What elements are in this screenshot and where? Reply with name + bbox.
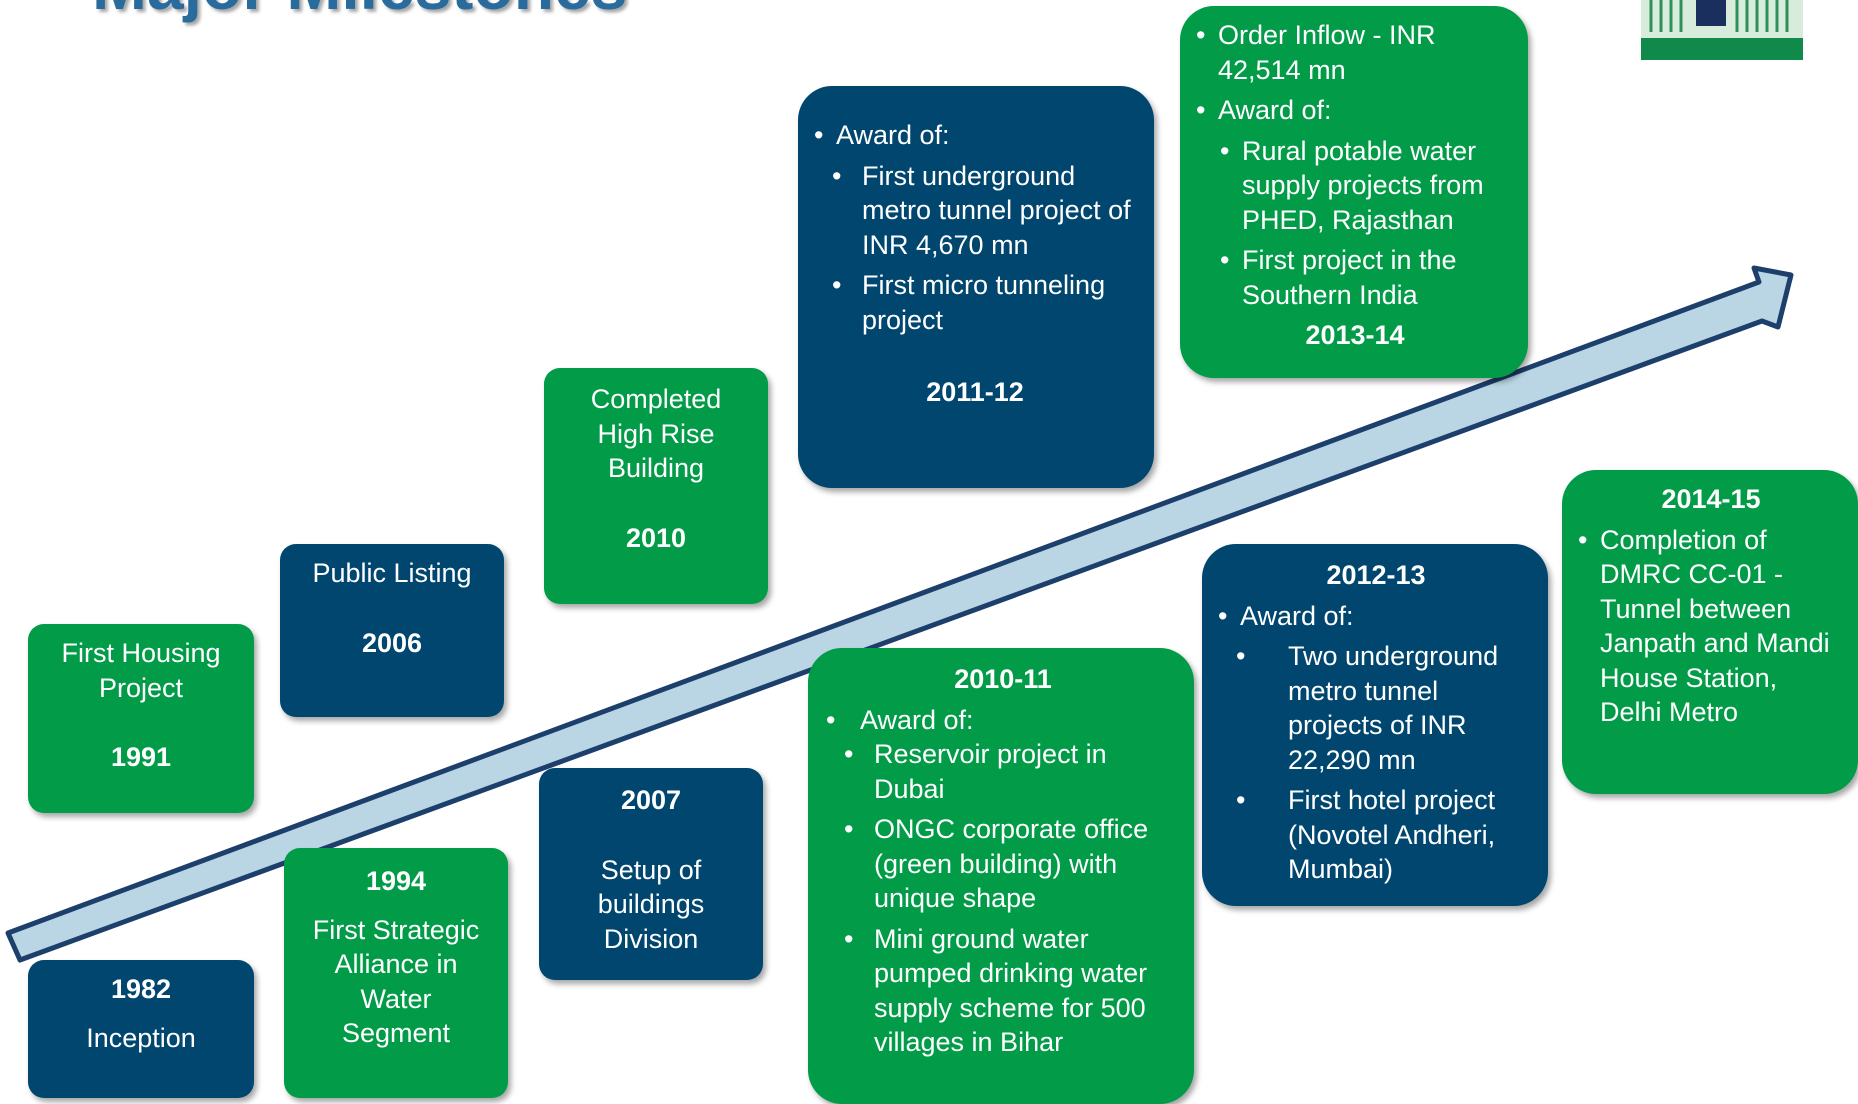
sub-bullets: First underground metro tunnel project o… [814, 159, 1136, 338]
bullet-item: Award of: Reservoir project in Dubai ONG… [826, 703, 1180, 1060]
milestone-bullets: Award of: Reservoir project in Dubai ONG… [826, 703, 1180, 1060]
milestone-text-line: buildings [597, 889, 705, 920]
milestone-text-line: First Strategic [312, 914, 480, 945]
milestone-text-line: Project [98, 672, 184, 703]
sub-bullets: Rural potable water supply projects from… [1218, 134, 1514, 313]
milestone-year: 1982 [110, 974, 172, 1004]
sub-bullet-item: Two underground metro tunnel projects of… [1218, 639, 1534, 777]
bullet-item: Award of: First underground metro tunnel… [814, 118, 1136, 337]
bullet-item: Completion of DMRC CC-01 - Tunnel betwee… [1578, 523, 1844, 730]
sub-bullet-item: First hotel project (Novotel Andheri, Mu… [1218, 783, 1534, 887]
sub-bullet-item: First underground metro tunnel project o… [814, 159, 1136, 263]
milestone-text-line: Division [603, 923, 699, 954]
milestone-year: 2013-14 [1305, 320, 1405, 351]
milestone-2013-14: Order Inflow - INR 42,514 mn Award of: R… [1180, 6, 1528, 378]
milestone-year: 1991 [110, 742, 172, 773]
milestone-text-line: Building [607, 453, 705, 484]
milestone-bullets: Order Inflow - INR 42,514 mn Award of: R… [1196, 18, 1514, 312]
sub-bullets: Two underground metro tunnel projects of… [1218, 639, 1534, 887]
building-logo-icon [1641, 0, 1803, 60]
bullet-item: Award of: Two underground metro tunnel p… [1218, 599, 1534, 887]
milestone-1994: 1994 First Strategic Alliance in Water S… [284, 848, 508, 1098]
milestone-text: Public Listing [312, 558, 472, 588]
milestone-year: 2010 [625, 522, 687, 553]
milestone-year: 2011-12 [926, 377, 1024, 408]
milestone-bullets: Award of: Two underground metro tunnel p… [1218, 599, 1534, 887]
sub-bullet-item: First micro tunneling project [814, 268, 1136, 337]
bullet-text: Award of: [860, 704, 974, 735]
bullet-item: Order Inflow - INR 42,514 mn [1196, 18, 1514, 87]
milestone-text-line: Completed [590, 384, 722, 414]
milestone-year: 2006 [361, 627, 423, 658]
milestone-year: 2010-11 [954, 664, 1052, 694]
milestone-year: 2007 [620, 785, 682, 815]
sub-bullet-item: Rural potable water supply projects from… [1218, 134, 1514, 238]
milestone-text-line: First Housing [61, 638, 221, 668]
sub-bullet-item: First project in the Southern India [1218, 243, 1514, 312]
milestone-bullets: Award of: First underground metro tunnel… [814, 118, 1136, 337]
sub-bullet-item: Reservoir project in Dubai [826, 737, 1180, 806]
milestone-bullets: Completion of DMRC CC-01 - Tunnel betwee… [1578, 523, 1844, 730]
milestone-2006: Public Listing 2006 [280, 544, 504, 717]
milestone-text-line: Setup of [600, 854, 702, 885]
sub-bullet-item: ONGC corporate office (green building) w… [826, 812, 1180, 916]
bullet-item: Award of: Rural potable water supply pro… [1196, 93, 1514, 312]
milestone-1991: First Housing Project 1991 [28, 624, 254, 813]
milestone-1982: 1982 Inception [28, 960, 254, 1098]
milestone-2011-12: Award of: First underground metro tunnel… [798, 86, 1154, 488]
milestone-2014-15: 2014-15 Completion of DMRC CC-01 - Tunne… [1562, 470, 1858, 794]
milestone-2012-13: 2012-13 Award of: Two underground metro … [1202, 544, 1548, 906]
sub-bullet-item: Mini ground water pumped drinking water … [826, 922, 1180, 1060]
bullet-text: Award of: [1240, 600, 1354, 631]
milestone-year: 1994 [365, 866, 427, 896]
milestone-text-line: Alliance in [334, 949, 458, 980]
milestone-text-line: Segment [341, 1018, 451, 1049]
milestone-2007: 2007 Setup of buildings Division [539, 768, 763, 980]
milestone-2010-11: 2010-11 Award of: Reservoir project in D… [808, 648, 1194, 1104]
milestone-year: 2014-15 [1661, 484, 1761, 514]
milestone-text-line: High Rise [597, 418, 715, 449]
bullet-text: Award of: [1218, 95, 1332, 126]
sub-bullets: Reservoir project in Dubai ONGC corporat… [826, 737, 1180, 1060]
milestone-2010: Completed High Rise Building 2010 [544, 368, 768, 604]
milestone-text: Inception [86, 1022, 196, 1053]
bullet-text: Award of: [836, 120, 950, 150]
milestone-text-line: Water [360, 983, 432, 1014]
milestone-year: 2012-13 [1326, 560, 1426, 590]
page-title: Major Milestones [92, 0, 627, 24]
